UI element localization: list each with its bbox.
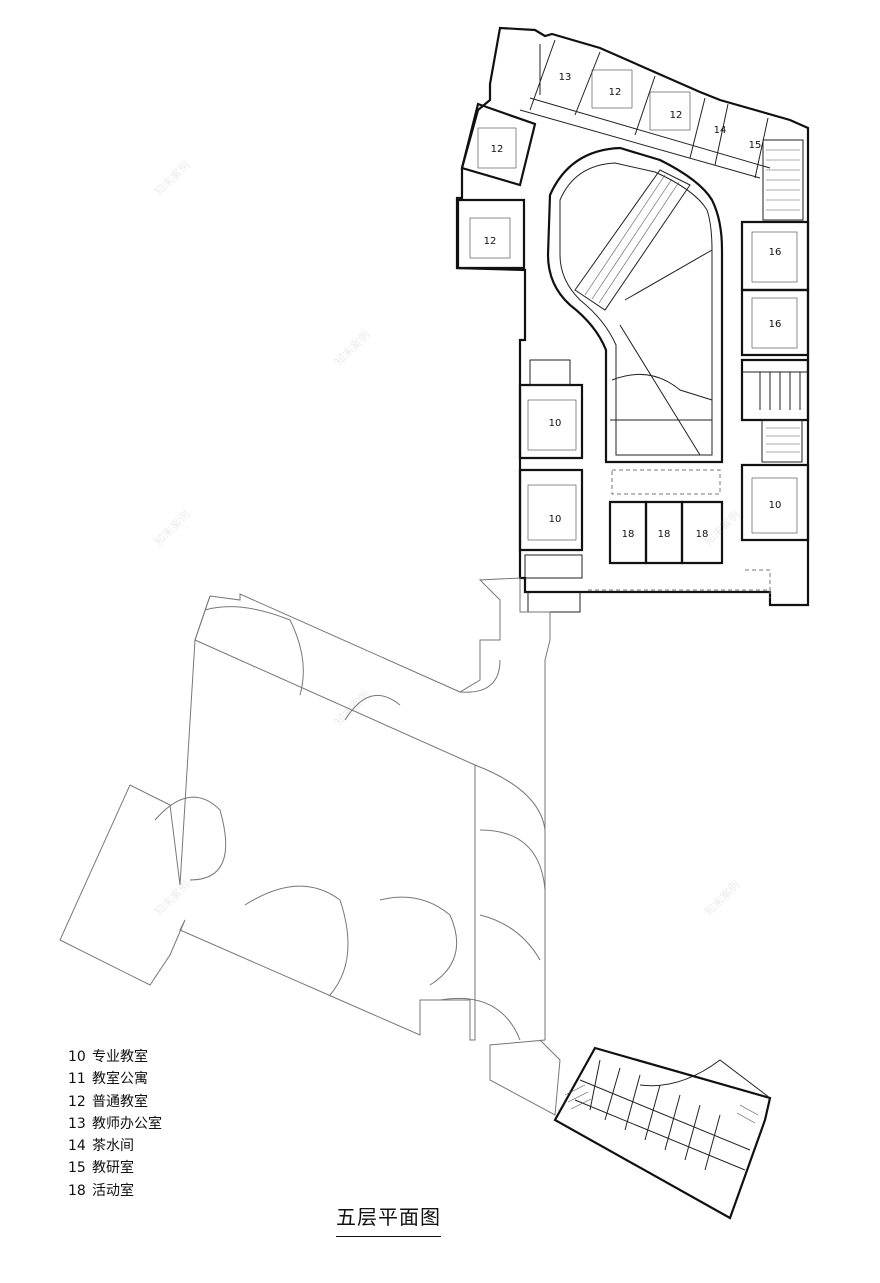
legend-item: 13 教师办公室 (68, 1113, 162, 1135)
legend-label: 教室公寓 (92, 1071, 148, 1088)
room-number: 10 (549, 418, 562, 429)
legend-number: 10 (68, 1049, 86, 1065)
legend-item: 15 教研室 (68, 1157, 162, 1179)
legend-label: 茶水间 (92, 1138, 134, 1155)
legend-label: 专业教室 (92, 1049, 148, 1065)
room-number: 12 (484, 236, 497, 247)
lower-building-outline (59, 577, 561, 1116)
dormitory-wing (553, 1046, 772, 1220)
main-building (455, 26, 810, 613)
room-number: 16 (769, 319, 782, 330)
classroom-desks (469, 69, 798, 541)
legend-item: 12 普通教室 (68, 1091, 162, 1113)
legend-label: 活动室 (92, 1182, 134, 1199)
room-number: 13 (559, 72, 572, 83)
room-number-labels: 13 12 12 14 15 12 12 16 16 10 10 10 18 18 18 (484, 72, 782, 540)
room-number: 15 (749, 140, 762, 151)
room-number: 18 (696, 529, 709, 540)
plan-title: 五层平面图 (336, 1201, 441, 1237)
legend-label: 普通教室 (92, 1093, 148, 1110)
room-legend: 10 专业教室 11 教室公寓 12 普通教室 13 教师办公室 14 茶水间 15 教研室… (68, 1046, 162, 1202)
legend-item: 11 教室公寓 (68, 1068, 162, 1090)
room-number: 18 (658, 529, 671, 540)
legend-number: 11 (68, 1071, 86, 1088)
room-number: 16 (769, 247, 782, 258)
legend-number: 12 (68, 1093, 86, 1110)
legend-item: 14 茶水间 (68, 1135, 162, 1157)
legend-item: 10 专业教室 (68, 1046, 162, 1068)
room-number: 18 (622, 529, 635, 540)
legend-number: 14 (68, 1138, 86, 1155)
legend-label: 教师办公室 (92, 1115, 162, 1132)
legend-number: 18 (68, 1182, 86, 1199)
room-number: 12 (609, 87, 622, 98)
legend-number: 13 (68, 1115, 86, 1132)
room-number: 12 (670, 110, 683, 121)
room-number: 14 (714, 125, 727, 136)
legend-number: 15 (68, 1160, 86, 1177)
room-number: 10 (769, 500, 782, 511)
legend-item: 18 活动室 (68, 1180, 162, 1202)
room-number: 10 (549, 514, 562, 525)
legend-label: 教研室 (92, 1160, 134, 1177)
room-number: 12 (491, 144, 504, 155)
